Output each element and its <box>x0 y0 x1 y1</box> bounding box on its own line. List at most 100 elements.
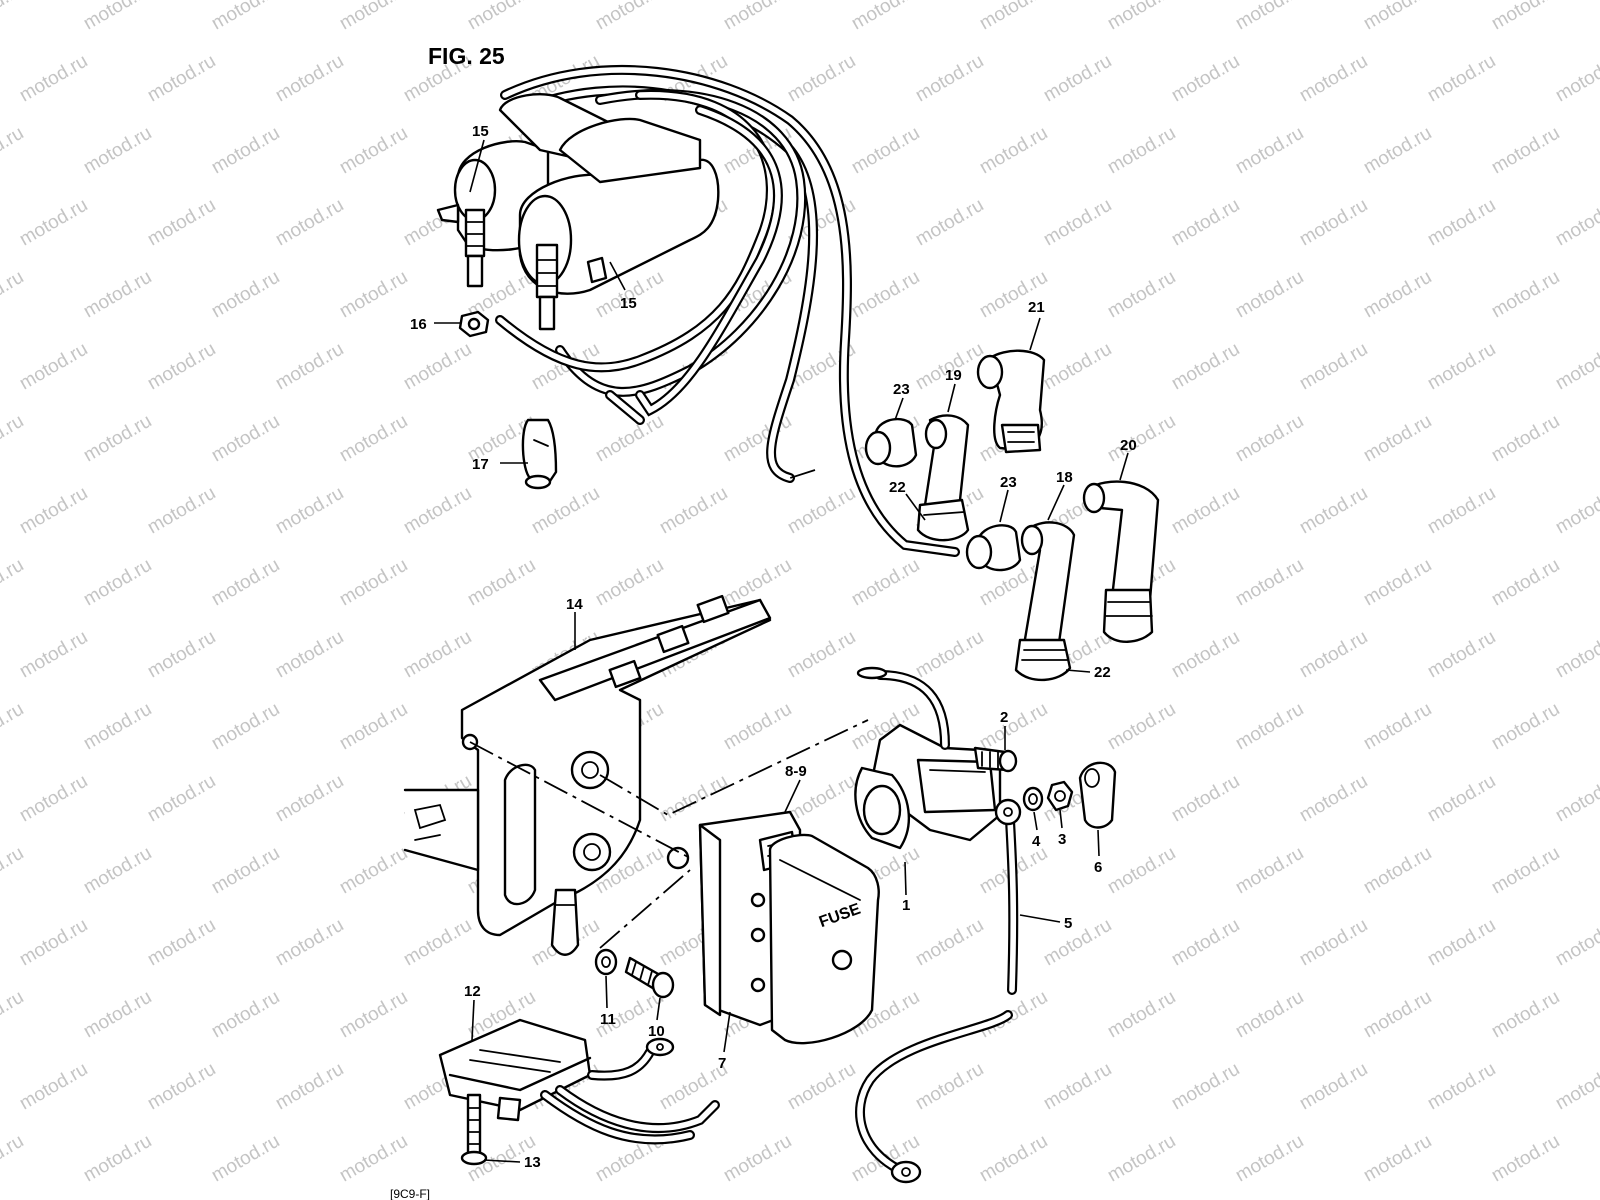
plug-seal-23-lower <box>965 524 1022 572</box>
callout-18: 18 <box>1056 469 1073 486</box>
watermark-text: motod.ru <box>1040 339 1115 395</box>
watermark-text: motod.ru <box>976 1131 1051 1187</box>
watermark-text: motod.ru <box>16 483 91 539</box>
watermark-text: motod.ru <box>912 195 987 251</box>
callout-12: 12 <box>464 983 481 1000</box>
callout-13: 13 <box>524 1154 541 1171</box>
watermark-text: motod.ru <box>1232 699 1307 755</box>
callout-22-upper: 22 <box>889 479 906 496</box>
callout-5: 5 <box>1064 915 1072 932</box>
watermark-text: motod.ru <box>1360 0 1435 34</box>
watermark-text: motod.ru <box>656 483 731 539</box>
watermark-text: motod.ru <box>336 699 411 755</box>
watermark-text: motod.ru <box>464 0 539 34</box>
callout-17: 17 <box>472 456 489 473</box>
watermark-text: motod.ru <box>592 411 667 467</box>
watermark-text: motod.ru <box>848 267 923 323</box>
watermark-text: motod.ru <box>208 843 283 899</box>
watermark-text: motod.ru <box>1360 411 1435 467</box>
watermark-text: motod.ru <box>1488 699 1563 755</box>
watermark-text: motod.ru <box>1104 699 1179 755</box>
figure-title: FIG. 25 <box>428 43 505 69</box>
watermark-text: motod.ru <box>208 267 283 323</box>
watermark-text: motod.ru <box>1232 843 1307 899</box>
watermark-text: motod.ru <box>1360 555 1435 611</box>
watermark-text: motod.ru <box>1168 195 1243 251</box>
watermark-text: motod.ru <box>0 555 27 611</box>
watermark-text: motod.ru <box>1232 1131 1307 1187</box>
watermark-text: motod.ru <box>784 483 859 539</box>
watermark-text: motod.ru <box>400 483 475 539</box>
watermark-text: motod.ru <box>336 987 411 1043</box>
callout-19: 19 <box>945 367 962 384</box>
watermark-text: motod.ru <box>464 555 539 611</box>
watermark-text: motod.ru <box>720 0 795 34</box>
watermark-text: motod.ru <box>208 987 283 1043</box>
callout-7: 7 <box>718 1055 726 1072</box>
watermark-text: motod.ru <box>1360 1131 1435 1187</box>
watermark-text: motod.ru <box>1104 411 1179 467</box>
watermark-text: motod.ru <box>1552 483 1600 539</box>
watermark-text: motod.ru <box>80 555 155 611</box>
watermark-text: motod.ru <box>1232 555 1307 611</box>
watermark-text: motod.ru <box>784 51 859 107</box>
watermark-text: motod.ru <box>1296 51 1371 107</box>
rectifier-bolt <box>460 1093 488 1166</box>
watermark-text: motod.ru <box>80 1131 155 1187</box>
watermark-text: motod.ru <box>976 699 1051 755</box>
watermark-text: motod.ru <box>1296 483 1371 539</box>
watermark-text: motod.ru <box>1232 411 1307 467</box>
watermark-text: motod.ru <box>272 1059 347 1115</box>
coil-nut <box>458 310 490 338</box>
watermark-text: motod.ru <box>1168 51 1243 107</box>
callout-numbers: 15 15 16 17 21 23 19 22 23 18 20 22 14 2… <box>410 123 1137 1171</box>
watermark-text: motod.ru <box>1488 555 1563 611</box>
callout-8-9: 8-9 <box>785 763 807 780</box>
watermark-text: motod.ru <box>1552 915 1600 971</box>
footer-code: [9C9-F] <box>390 1187 430 1200</box>
watermark-text: motod.ru <box>144 195 219 251</box>
watermark-text: motod.ru <box>1296 1059 1371 1115</box>
terminal-cap <box>1078 761 1117 829</box>
watermark-text: motod.ru <box>1104 987 1179 1043</box>
watermark-text: motod.ru <box>16 339 91 395</box>
watermark-text: motod.ru <box>336 411 411 467</box>
watermark-text: motod.ru <box>80 0 155 34</box>
watermark-text: motod.ru <box>16 195 91 251</box>
watermark-text: motod.ru <box>1232 0 1307 34</box>
watermark-text: motod.ru <box>400 627 475 683</box>
watermark-text: motod.ru <box>1232 267 1307 323</box>
lead-clamp <box>521 418 558 490</box>
watermark-text: motod.ru <box>1424 339 1499 395</box>
watermark-text: motod.ru <box>1360 123 1435 179</box>
starter-relay <box>854 723 1002 850</box>
watermark-text: motod.ru <box>272 483 347 539</box>
watermark-text: motod.ru <box>144 771 219 827</box>
mounting-screw <box>624 956 675 999</box>
callout-3: 3 <box>1058 831 1066 848</box>
callout-21: 21 <box>1028 299 1045 316</box>
watermark-text: motod.ru <box>1424 1059 1499 1115</box>
watermark-text: motod.ru <box>80 411 155 467</box>
plug-cap-21 <box>976 349 1046 454</box>
callout-23-lower: 23 <box>1000 474 1017 491</box>
watermark-text: motod.ru <box>1552 51 1600 107</box>
watermark-text: motod.ru <box>1424 627 1499 683</box>
watermark-text: motod.ru <box>1168 483 1243 539</box>
watermark-text: motod.ru <box>784 627 859 683</box>
watermark-text: motod.ru <box>80 123 155 179</box>
watermark-text: motod.ru <box>1424 771 1499 827</box>
watermark-text: motod.ru <box>976 987 1051 1043</box>
watermark-text: motod.ru <box>912 1059 987 1115</box>
electrical-bracket <box>460 594 772 956</box>
watermark-text: motod.ru <box>16 771 91 827</box>
watermark-text: motod.ru <box>1104 1131 1179 1187</box>
battery-lead <box>855 798 1022 1184</box>
callout-15-lower: 15 <box>620 295 637 312</box>
watermark-text: motod.ru <box>1360 843 1435 899</box>
watermark-text: motod.ru <box>1104 123 1179 179</box>
watermark-text: motod.ru <box>0 123 27 179</box>
watermark-text: motod.ru <box>272 51 347 107</box>
watermark-text: motod.ru <box>1488 123 1563 179</box>
relay-bolt <box>973 746 1018 773</box>
